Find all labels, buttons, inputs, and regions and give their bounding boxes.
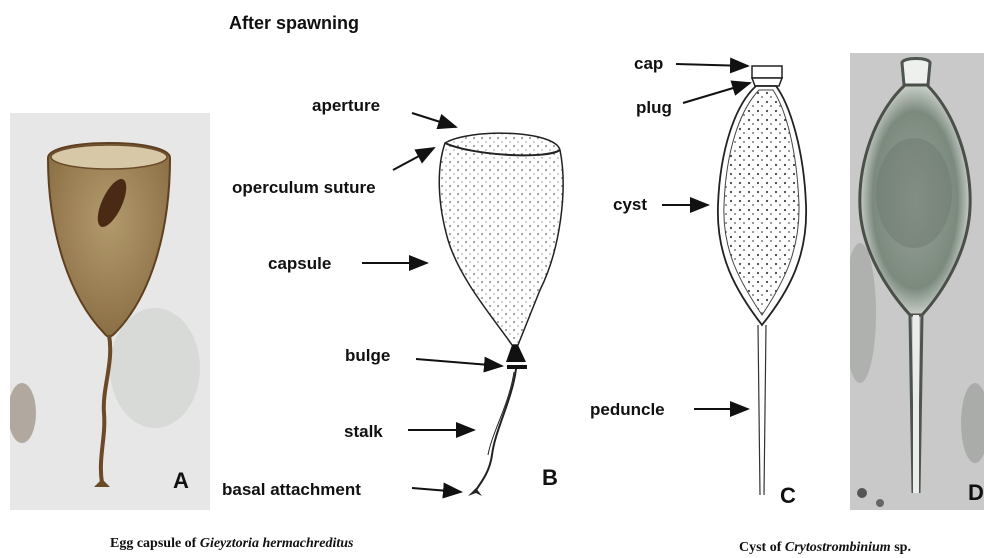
panel-letter-b: B	[542, 467, 558, 489]
caption-right-species: Crytostrombinium	[785, 540, 891, 555]
label-cyst: cyst	[613, 196, 647, 213]
panel-d-photo	[850, 53, 984, 510]
panel-letter-d: D	[968, 482, 984, 504]
label-cap: cap	[634, 55, 663, 72]
label-stalk: stalk	[344, 423, 383, 440]
caption-left-prefix: Egg capsule of	[110, 536, 200, 551]
panel-letter-c: C	[780, 485, 796, 507]
label-operculum-suture: operculum suture	[232, 179, 376, 196]
caption-cyst: Cyst of Crytostrombinium sp.	[739, 541, 911, 555]
label-capsule: capsule	[268, 255, 331, 272]
label-plug: plug	[636, 99, 672, 116]
label-bulge: bulge	[345, 347, 390, 364]
caption-left-species: Gieyztoria hermachreditus	[200, 536, 354, 551]
label-basal-attachment: basal attachment	[222, 481, 361, 498]
caption-right-prefix: Cyst of	[739, 540, 785, 555]
label-peduncle: peduncle	[590, 401, 665, 418]
label-aperture: aperture	[312, 97, 380, 114]
caption-right-suffix: sp.	[891, 540, 911, 555]
caption-egg-capsule: Egg capsule of Gieyztoria hermachreditus	[110, 537, 353, 551]
cyst-photo-illustration	[850, 53, 984, 510]
